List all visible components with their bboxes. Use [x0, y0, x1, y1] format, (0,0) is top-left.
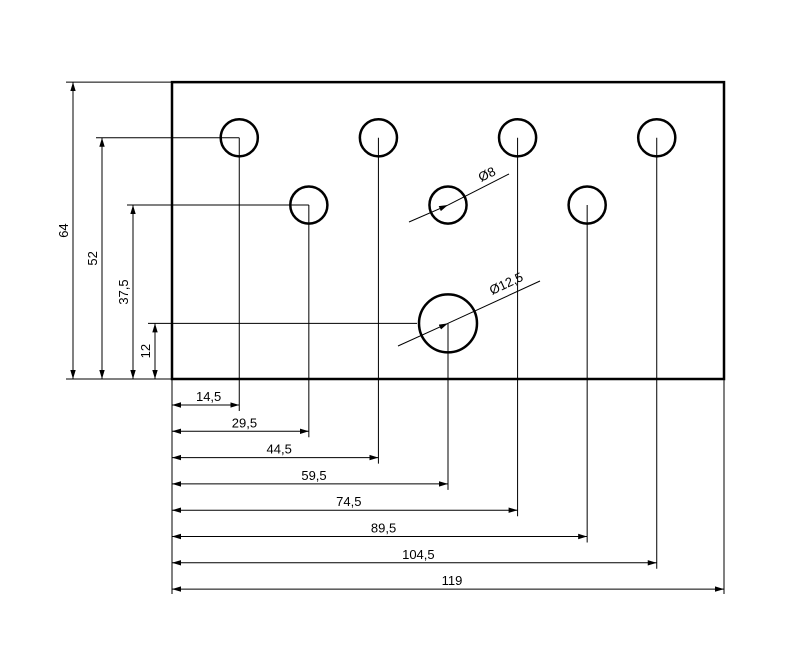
- dimension-label-y: 37,5: [116, 279, 131, 304]
- hole-circle: [428, 185, 468, 225]
- dimension-label-x: 59,5: [301, 468, 326, 483]
- diameter-leader-tail: [447, 173, 510, 206]
- dimension-label-x: 14,5: [196, 389, 221, 404]
- dimension-label-x: 104,5: [402, 547, 435, 562]
- diameter-leader-tail: [447, 280, 541, 324]
- dimension-label-x: 119: [442, 573, 463, 588]
- dimension-label-y: 64: [56, 223, 71, 237]
- dimension-label-y: 52: [85, 251, 100, 265]
- diameter-leader-line: [408, 204, 449, 223]
- dimension-label-y: 12: [138, 344, 153, 358]
- dimension-label-x: 29,5: [232, 415, 257, 430]
- diameter-label: Ø12,5: [487, 269, 525, 298]
- vertical-dimensions-group: 64 52 37,5 12: [56, 81, 418, 380]
- horizontal-dimensions-group: 14,5 29,5 44,5 59,5 74,5 89,5 104,5 119: [171, 379, 725, 594]
- diameter-leader-line: [397, 322, 449, 347]
- diameter-label: Ø8: [476, 164, 498, 185]
- dimension-label-x: 89,5: [371, 521, 396, 536]
- holes-group: [219, 117, 677, 569]
- dimension-label-x: 44,5: [267, 442, 292, 457]
- dimension-label-x: 74,5: [336, 494, 361, 509]
